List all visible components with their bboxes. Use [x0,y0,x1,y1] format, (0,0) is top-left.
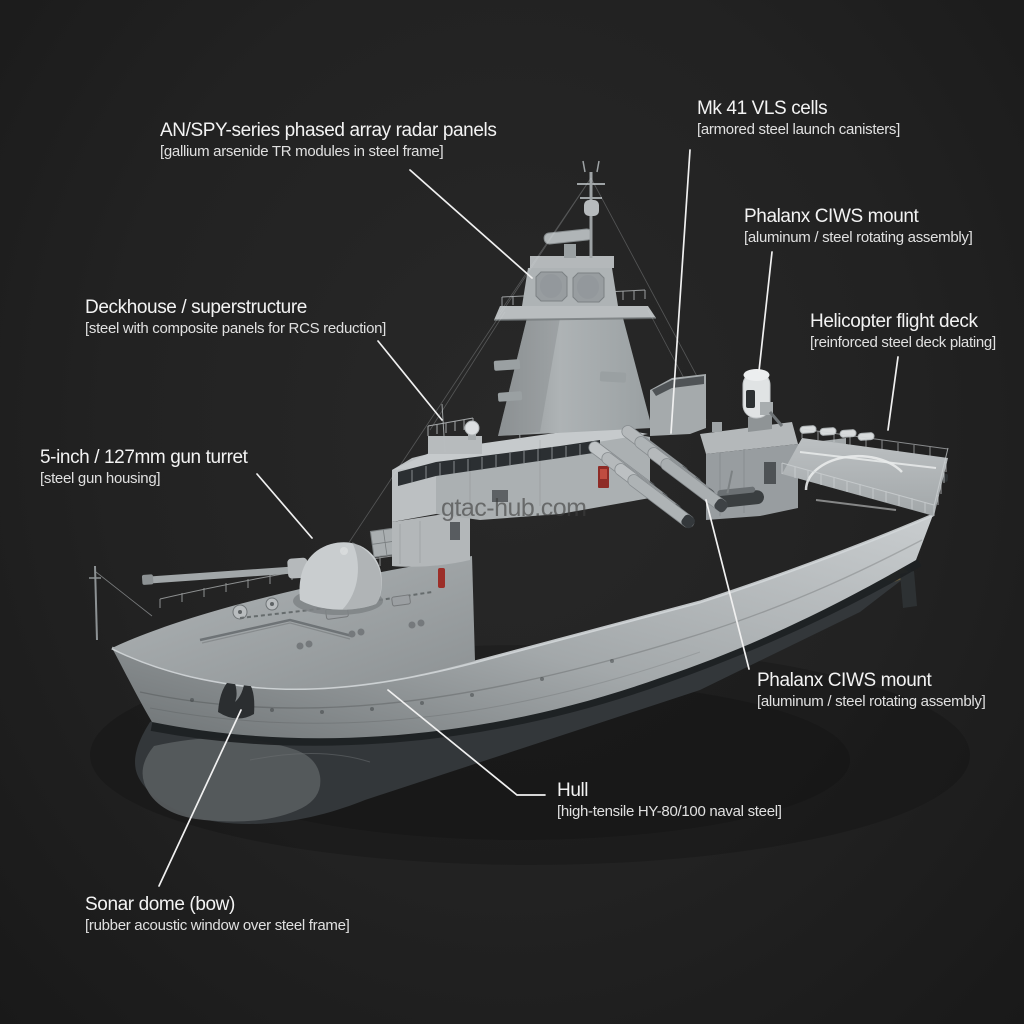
bollards [296,619,425,650]
label-subtitle: [reinforced steel deck plating] [810,334,996,351]
forward-deckhouse [392,510,470,588]
funnel [650,374,706,436]
vls-canisters [588,425,728,529]
flight-deck-area [781,425,949,516]
leader-line-gun-turret [256,473,313,539]
label-subtitle: [rubber acoustic window over steel frame… [85,917,350,934]
label-deckhouse: Deckhouse / superstructure [steel with c… [85,298,386,336]
main-mast [339,160,707,557]
label-subtitle: [aluminum / steel rotating assembly] [757,693,986,710]
aft-deckhouse [700,369,798,520]
label-title: Deckhouse / superstructure [85,297,307,318]
bridge-windows [398,440,600,486]
leader-line-flight-deck [887,356,899,431]
label-hull: Hull [high-tensile HY-80/100 naval steel… [557,781,782,819]
label-title: Hull [557,780,589,801]
capstans [232,597,279,620]
label-title: Phalanx CIWS mount [744,206,919,227]
rudder [900,571,917,608]
label-title: Phalanx CIWS mount [757,670,932,691]
sonar-dome-bulb [142,737,321,822]
phalanx-ciws [742,369,784,432]
flight-deck-railing [781,428,949,516]
rigging-wires [339,177,707,557]
label-subtitle: [aluminum / steel rotating assembly] [744,229,973,246]
breakwater [199,618,353,642]
label-phalanx-aft: Phalanx CIWS mount [aluminum / steel rot… [757,670,986,710]
mast-side-boxes [493,359,627,402]
ship-crest [598,466,609,488]
satcom-dome [464,420,480,440]
label-subtitle: [steel with composite panels for RCS red… [85,320,387,337]
leader-line-sonar-dome [158,709,242,887]
label-phalanx-fwd: Phalanx CIWS mount [aluminum / steel rot… [744,206,973,246]
label-flight-deck: Helicopter flight deck [reinforced steel… [810,312,996,350]
label-title: Mk 41 VLS cells [697,98,828,119]
label-subtitle: [high-tensile HY-80/100 naval steel] [557,803,782,820]
leader-line-phalanx-aft [705,499,750,670]
radar-panels [535,271,605,303]
leader-line-hull [387,689,546,796]
label-subtitle: [armored steel launch canisters] [697,121,901,138]
fire-extinguisher [438,568,445,588]
label-vls-cells: Mk 41 VLS cells [armored steel launch ca… [697,99,900,137]
label-subtitle: [gallium arsenide TR modules in steel fr… [160,143,444,160]
leader-line-vls-cells [670,149,691,434]
mast-pole [577,160,605,258]
label-gun-turret: 5-inch / 127mm gun turret [steel gun hou… [40,448,248,486]
label-sonar-dome: Sonar dome (bow) [rubber acoustic window… [85,895,350,933]
label-title: Helicopter flight deck [810,311,978,332]
surveillance-radar [543,228,593,258]
label-title: AN/SPY-series phased array radar panels [160,120,497,141]
label-title: 5-inch / 127mm gun turret [40,447,248,468]
boot-top-stripe [150,553,922,746]
deck-markings [799,451,937,511]
anchor [218,677,255,719]
leader-line-deckhouse [377,340,443,421]
flight-deck-surface [782,438,948,516]
leader-line-phalanx-fwd [758,251,773,372]
leader-line-radar-panels [409,169,533,279]
label-subtitle: [steel gun housing] [40,470,161,487]
watermark: gtac-hub.com [441,494,587,522]
gun-turret [141,542,383,615]
label-title: Sonar dome (bow) [85,894,235,915]
label-radar-panels: AN/SPY-series phased array radar panels … [160,120,497,160]
bridge-top-railing [427,417,474,436]
